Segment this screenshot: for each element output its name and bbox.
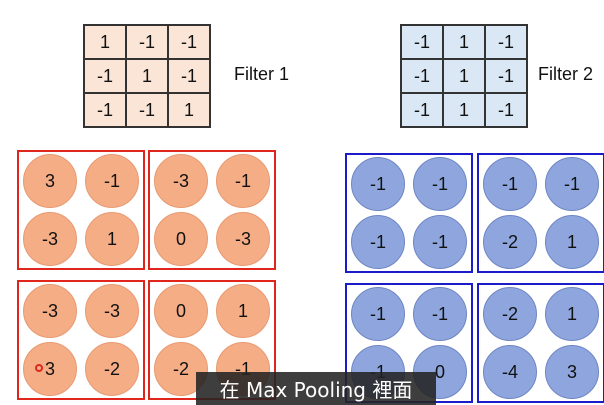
feature-value-circle: -1 — [216, 154, 270, 208]
filter-cell: -1 — [485, 25, 527, 59]
laser-pointer-dot — [35, 364, 43, 372]
feature-value-circle: -3 — [85, 284, 139, 338]
filter-cell: -1 — [168, 25, 210, 59]
feature-value-circle: -4 — [483, 345, 537, 399]
filter-cell: -1 — [84, 59, 126, 93]
feature-value-circle: -2 — [483, 287, 537, 341]
feature-value-circle: -1 — [545, 157, 599, 211]
subtitle-caption: 在 Max Pooling 裡面 — [196, 372, 436, 405]
feature-value-circle: -3 — [216, 212, 270, 266]
filter-cell: -1 — [84, 93, 126, 127]
filter-cell: -1 — [485, 59, 527, 93]
filter-1-label: Filter 1 — [234, 64, 290, 84]
pooling-group-blue-4: -2 1 -4 3 — [477, 283, 604, 403]
filter-cell: -1 — [168, 59, 210, 93]
feature-value-circle: 1 — [545, 215, 599, 269]
feature-value-circle: 3 — [23, 154, 77, 208]
filter-cell: -1 — [126, 25, 168, 59]
filter-cell: 1 — [84, 25, 126, 59]
feature-value-circle: 1 — [545, 287, 599, 341]
filter-cell: 1 — [126, 59, 168, 93]
feature-value-circle: -1 — [351, 157, 405, 211]
pooling-group-red-2: -3 -1 0 -3 — [148, 150, 276, 270]
feature-value-circle: -3 — [154, 154, 208, 208]
filter-cell: -1 — [401, 25, 443, 59]
feature-value-circle: -1 — [413, 157, 467, 211]
feature-value-circle: -2 — [85, 342, 139, 396]
feature-value-circle: -1 — [413, 287, 467, 341]
pooling-group-red-3: -3 -3 3 -2 — [17, 280, 145, 400]
feature-value-circle: 3 — [23, 342, 77, 396]
pooling-group-blue-2: -1 -1 -2 1 — [477, 153, 604, 273]
feature-value-circle: 0 — [154, 212, 208, 266]
filter-cell: 1 — [443, 25, 485, 59]
filter-cell: -1 — [401, 59, 443, 93]
feature-value-circle: -3 — [23, 212, 77, 266]
feature-value-circle: -3 — [23, 284, 77, 338]
feature-value-circle: 0 — [154, 284, 208, 338]
filter-cell: -1 — [485, 93, 527, 127]
feature-value-circle: -1 — [351, 215, 405, 269]
filter-cell: 1 — [443, 59, 485, 93]
filter-2-label: Filter 2 — [538, 64, 594, 84]
filter-cell: -1 — [126, 93, 168, 127]
feature-value-circle: -1 — [85, 154, 139, 208]
feature-value-circle: -2 — [483, 215, 537, 269]
feature-value-circle: -1 — [413, 215, 467, 269]
pooling-group-red-1: 3 -1 -3 1 — [17, 150, 145, 270]
filter-1-matrix: 1 -1 -1 -1 1 -1 -1 -1 1 — [83, 24, 211, 128]
feature-value-circle: 1 — [85, 212, 139, 266]
filter-cell: 1 — [168, 93, 210, 127]
feature-value-circle: 1 — [216, 284, 270, 338]
pooling-group-blue-1: -1 -1 -1 -1 — [345, 153, 473, 273]
feature-value-circle: -1 — [483, 157, 537, 211]
filter-2-matrix: -1 1 -1 -1 1 -1 -1 1 -1 — [400, 24, 528, 128]
filter-cell: -1 — [401, 93, 443, 127]
feature-value-circle: -1 — [351, 287, 405, 341]
filter-cell: 1 — [443, 93, 485, 127]
feature-value-circle: 3 — [545, 345, 599, 399]
